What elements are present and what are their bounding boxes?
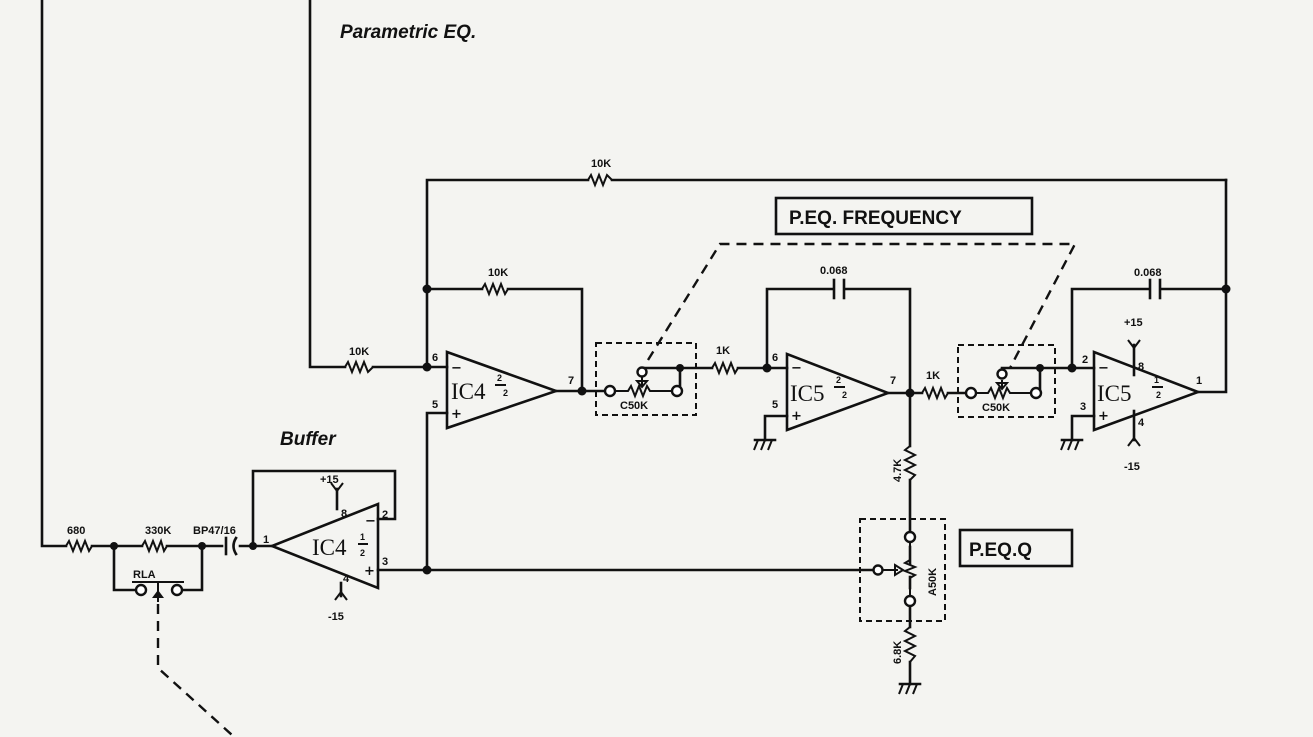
label-c50k-a: C50K xyxy=(620,400,648,412)
label-r10k-top: 10K xyxy=(591,158,611,170)
svg-text:−: − xyxy=(365,514,376,529)
label-r1k-a: 1K xyxy=(716,345,730,357)
svg-text:7: 7 xyxy=(568,375,574,387)
svg-text:8: 8 xyxy=(1138,361,1144,373)
section-title-parametric-eq: Parametric EQ. xyxy=(340,22,476,43)
label-r4k7: 4.7K xyxy=(892,459,904,482)
svg-text:5: 5 xyxy=(432,399,438,411)
svg-text:3: 3 xyxy=(382,556,388,568)
opamp-name: IC5 xyxy=(1097,381,1132,406)
svg-text:2: 2 xyxy=(360,548,365,558)
section-title-buffer: Buffer xyxy=(280,429,337,450)
wiring xyxy=(40,0,1228,686)
opamp-name: IC4 xyxy=(312,535,347,560)
relay-rla xyxy=(132,581,233,736)
label-bp47: BP47/16 xyxy=(193,525,236,537)
label-r6k8: 6.8K xyxy=(892,641,904,664)
label-c-0068-b: 0.068 xyxy=(1134,267,1162,279)
opamp-name: IC5 xyxy=(790,381,825,406)
label-r1k-b: 1K xyxy=(926,370,940,382)
capacitor-symbols xyxy=(224,278,1162,556)
svg-text:1: 1 xyxy=(1154,375,1159,385)
svg-text:−: − xyxy=(1098,361,1109,376)
junction-dots xyxy=(110,284,1231,575)
svg-text:2: 2 xyxy=(1156,390,1161,400)
svg-text:2: 2 xyxy=(836,375,841,385)
label-relay: RLA xyxy=(133,569,156,581)
opamp-stage2-ic5-2-2: IC5 2 2 − + 6 5 7 xyxy=(772,352,896,432)
svg-text:−: − xyxy=(791,361,802,376)
svg-text:P.EQ.Q: P.EQ.Q xyxy=(969,540,1032,561)
label-r10k-in: 10K xyxy=(349,346,369,358)
callout-peq-q: P.EQ.Q xyxy=(958,528,1074,568)
frequency-gang-link xyxy=(646,242,1077,369)
label-a50k: A50K xyxy=(927,568,939,596)
label-supply-plus-ic5: +15 xyxy=(1124,317,1143,329)
svg-text:2: 2 xyxy=(1082,354,1088,366)
ground-symbols xyxy=(753,438,1084,695)
svg-text:2: 2 xyxy=(503,388,508,398)
svg-text:+: + xyxy=(791,409,802,424)
svg-text:2: 2 xyxy=(842,390,847,400)
pot-c50k-a xyxy=(595,342,697,416)
label-supply-minus-ic5: -15 xyxy=(1124,461,1140,473)
ground-icon xyxy=(753,438,777,451)
svg-text:1: 1 xyxy=(360,532,365,542)
svg-text:−: − xyxy=(451,361,462,376)
opamp-stage1-ic4-2-2: IC4 2 2 − + 6 5 7 xyxy=(432,350,574,430)
svg-text:1: 1 xyxy=(263,534,269,546)
svg-text:8: 8 xyxy=(341,508,347,520)
opamp-buffer-ic4-1-2: IC4 1 2 − + 1 2 3 8 4 xyxy=(263,502,388,590)
svg-text:3: 3 xyxy=(1080,401,1086,413)
label-supply-plus-buffer: +15 xyxy=(320,474,339,486)
svg-text:6: 6 xyxy=(772,352,778,364)
ground-icon xyxy=(898,682,922,695)
svg-text:5: 5 xyxy=(772,399,778,411)
pot-a50k xyxy=(859,518,946,622)
svg-text:P.EQ. FREQUENCY: P.EQ. FREQUENCY xyxy=(789,208,962,229)
svg-text:7: 7 xyxy=(890,375,896,387)
label-supply-minus-buffer: -15 xyxy=(328,611,344,623)
svg-text:6: 6 xyxy=(432,352,438,364)
opamp-name: IC4 xyxy=(451,379,486,404)
svg-text:4: 4 xyxy=(1138,417,1145,429)
svg-text:2: 2 xyxy=(382,509,388,521)
pot-c50k-b xyxy=(957,344,1056,418)
resistor-symbols xyxy=(65,172,949,663)
svg-text:4: 4 xyxy=(343,573,350,585)
callout-peq-frequency: P.EQ. FREQUENCY xyxy=(774,196,1034,236)
opamp-stage3-ic5-1-2: IC5 1 2 − + 2 3 1 8 4 xyxy=(1080,350,1202,432)
svg-text:+: + xyxy=(1098,409,1109,424)
label-c-0068-a: 0.068 xyxy=(820,265,848,277)
svg-text:2: 2 xyxy=(497,373,502,383)
svg-text:+: + xyxy=(451,407,462,422)
svg-text:+: + xyxy=(364,564,375,579)
label-r330k: 330K xyxy=(145,525,171,537)
label-r680: 680 xyxy=(67,525,85,537)
svg-text:1: 1 xyxy=(1196,375,1202,387)
label-r10k-fb: 10K xyxy=(488,267,508,279)
component-labels: 680 330K BP47/16 RLA 10K 10K 10K 1K 1K 0… xyxy=(67,158,1162,664)
label-c50k-b: C50K xyxy=(982,402,1010,414)
ground-icon xyxy=(1060,438,1084,451)
